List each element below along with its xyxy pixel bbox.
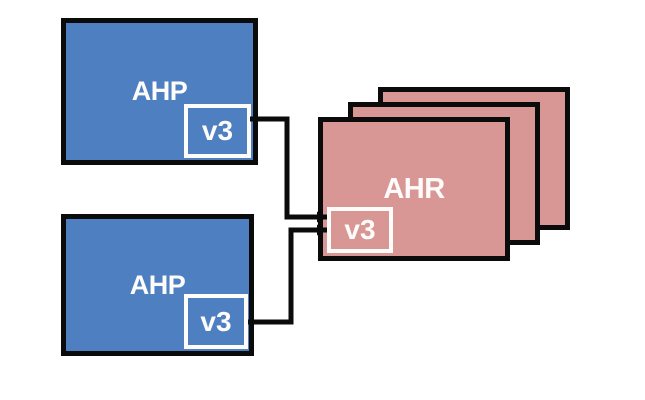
ahp-top-version-badge: v3 xyxy=(184,104,251,158)
ahr-node: AHR v3 xyxy=(318,117,510,261)
ahr-node-label: AHR xyxy=(383,172,445,205)
ahp-top-node: AHP v3 xyxy=(61,18,258,165)
connector-ahp-top-to-ahr xyxy=(250,116,327,223)
ahr-version-badge: v3 xyxy=(327,207,393,253)
ahp-top-node-label: AHP xyxy=(131,76,188,106)
ahp-bottom-node-label: AHP xyxy=(129,269,186,300)
ahp-bottom-node: AHP v3 xyxy=(61,214,254,356)
connector-ahp-bottom-to-ahr xyxy=(248,224,327,325)
ahp-bottom-version-badge: v3 xyxy=(184,294,248,349)
